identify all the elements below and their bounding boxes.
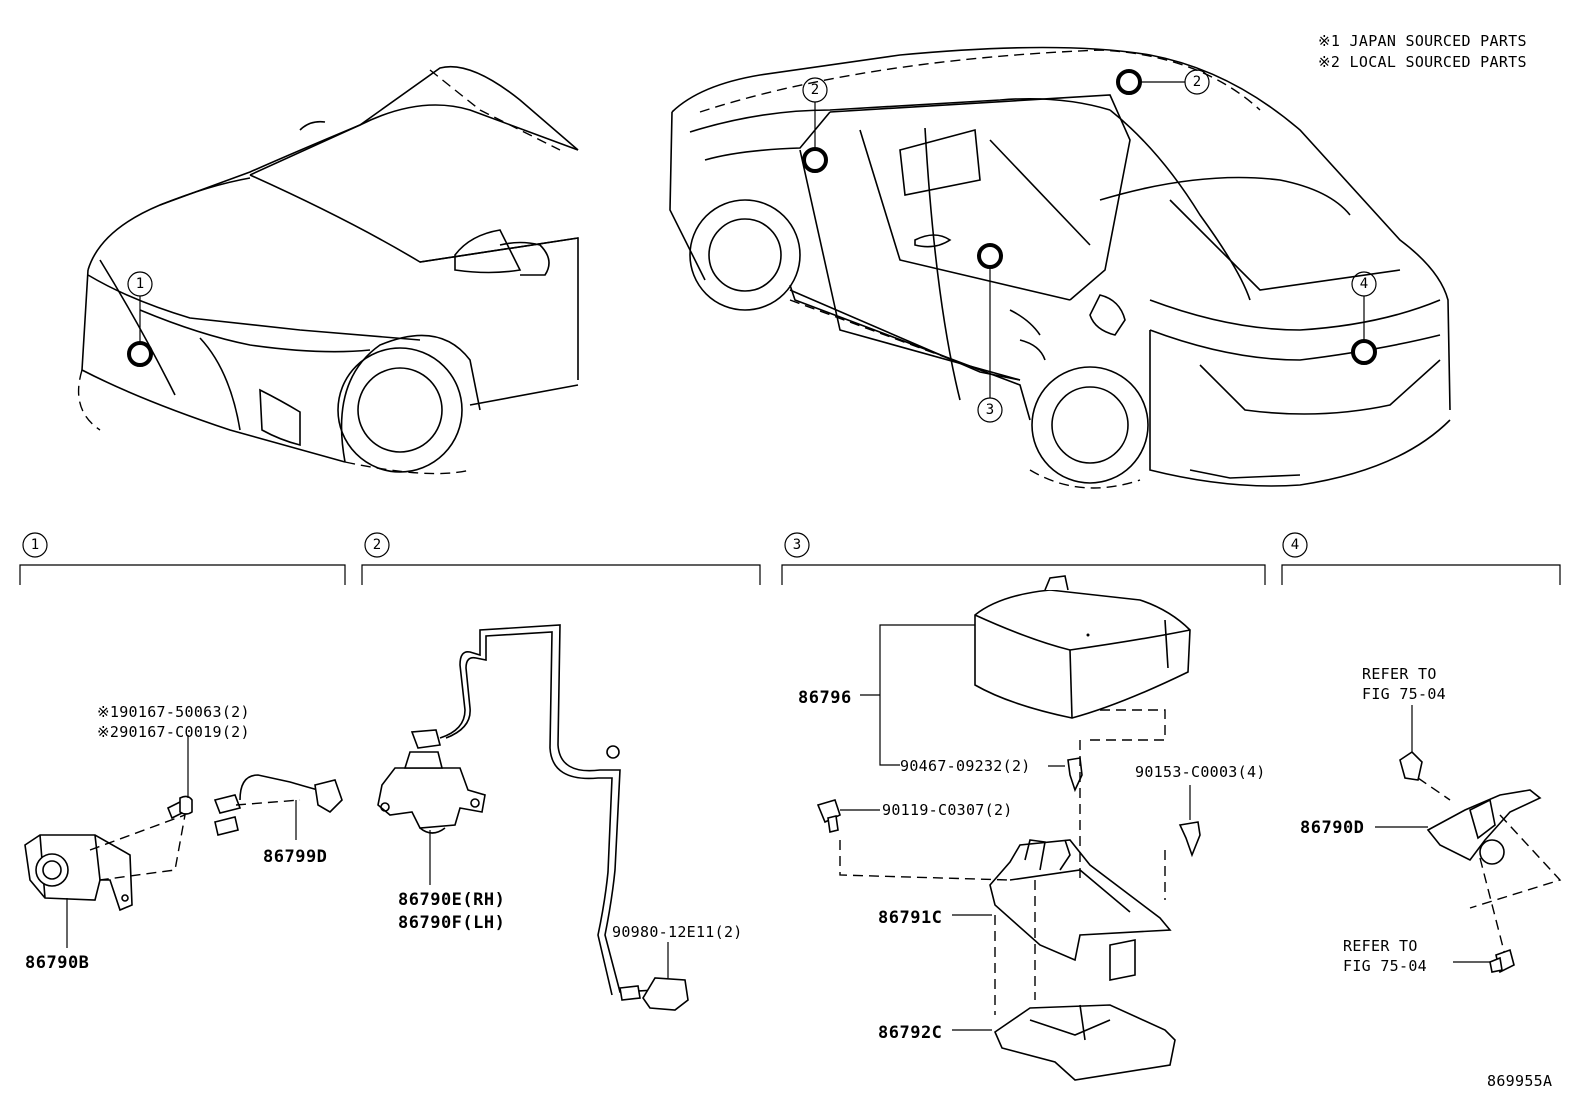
callout-2-left-label: 2: [811, 82, 819, 98]
screw-90467: [1067, 757, 1083, 793]
location-marker-1: [127, 341, 153, 367]
front-camera-86790B: [24, 834, 133, 912]
front-car-illustration: [77, 65, 579, 475]
section-2-parts: 90980-12E11(2) 86790E(RH) 86790F(LH): [377, 624, 743, 1011]
label-86790E: 86790E(RH): [398, 890, 505, 910]
label-refer-top-2: FIG 75-04: [1362, 685, 1446, 703]
section-2-header: 2: [361, 532, 761, 585]
label-86791C: 86791C: [878, 908, 942, 928]
harness-86799D: [213, 774, 343, 836]
callout-2-left: 2: [802, 77, 828, 173]
section-4-header: 4: [1281, 532, 1561, 585]
label-86790F: 86790F(LH): [398, 913, 505, 933]
label-refer-top-1: REFER TO: [1362, 665, 1437, 683]
back-camera-86790D: [1426, 789, 1542, 865]
callout-1-car-label: 1: [136, 276, 144, 292]
section-1-header: 1: [19, 532, 346, 585]
label-refer-bottom-1: REFER TO: [1343, 937, 1418, 955]
callout-3-car: 3: [977, 243, 1003, 423]
section-1-number: 1: [31, 537, 39, 553]
location-marker-2-right: [1116, 69, 1142, 95]
bolt-90119: [816, 799, 841, 833]
callout-4-car: 4: [1351, 271, 1377, 365]
callout-4-car-label: 4: [1360, 276, 1368, 292]
callout-2-right: 2: [1116, 69, 1210, 95]
ecu-86796: [974, 575, 1191, 719]
label-86790B: 86790B: [25, 953, 89, 973]
location-marker-2-left: [802, 147, 828, 173]
label-90980: 90980-12E11(2): [612, 923, 743, 941]
label-bolt-japan: ※190167-50063(2): [97, 703, 250, 721]
location-marker-3: [977, 243, 1003, 269]
label-86799D: 86799D: [263, 847, 327, 867]
clip-top: [1399, 750, 1423, 781]
note-japan-sourced: ※1 JAPAN SOURCED PARTS: [1318, 32, 1527, 50]
section-3-number: 3: [793, 537, 801, 553]
section-3-header: 3: [781, 532, 1266, 585]
section-2-number: 2: [373, 537, 381, 553]
label-86792C: 86792C: [878, 1023, 942, 1043]
bolt-90167: [166, 795, 193, 820]
label-refer-bottom-2: FIG 75-04: [1343, 957, 1427, 975]
callout-2-right-label: 2: [1193, 74, 1201, 90]
note-local-sourced: ※2 LOCAL SOURCED PARTS: [1318, 53, 1527, 71]
callout-1-car: 1: [127, 271, 153, 367]
section-1-parts: 86790B ※190167-50063(2) ※290167-C0019(2)…: [24, 703, 343, 973]
cover-86792C: [994, 1004, 1176, 1081]
label-86796: 86796: [798, 688, 852, 708]
screw-90153: [1178, 821, 1201, 858]
side-camera-86790E: [377, 751, 486, 834]
section-3-parts: 86796 90467-09232(2) 90153-C0003(4) 9011…: [798, 575, 1266, 1081]
clip-bottom: [1489, 948, 1515, 974]
figure-id: 869955A: [1487, 1072, 1552, 1090]
rear-car-illustration: [669, 46, 1451, 489]
label-90153: 90153-C0003(4): [1135, 763, 1266, 781]
label-bolt-local: ※290167-C0019(2): [97, 723, 250, 741]
label-90119: 90119-C0307(2): [882, 801, 1013, 819]
section-4-number: 4: [1291, 537, 1299, 553]
callout-3-car-label: 3: [986, 402, 994, 418]
label-90467: 90467-09232(2): [900, 757, 1031, 775]
section-4-parts: REFER TO FIG 75-04 86790D REFER TO FIG 7…: [1300, 665, 1562, 975]
location-marker-4: [1351, 339, 1377, 365]
label-86790D: 86790D: [1300, 818, 1364, 838]
